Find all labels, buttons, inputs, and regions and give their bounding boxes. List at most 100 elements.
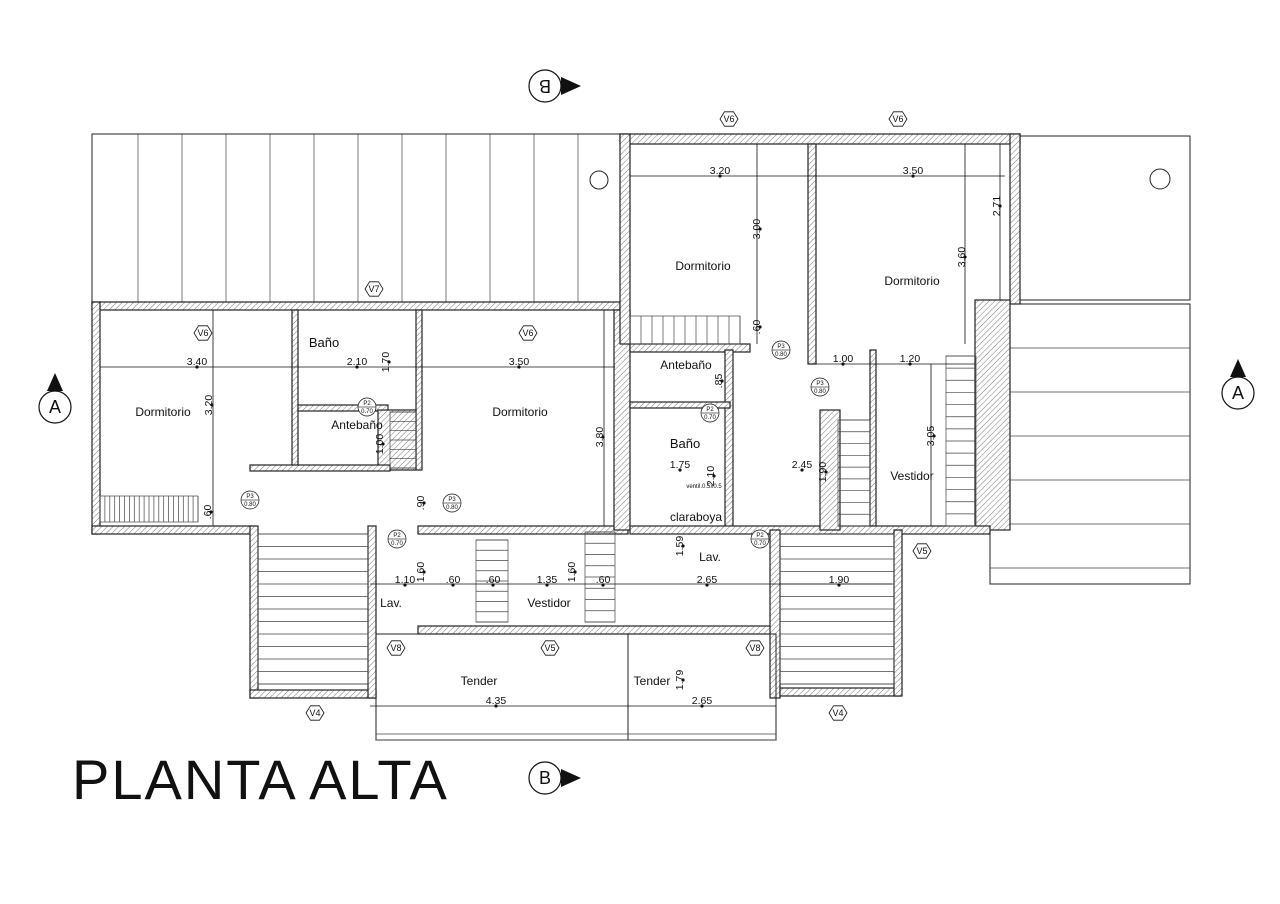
plan-title: PLANTA ALTA <box>72 748 449 811</box>
dimension-label: 1.60 <box>415 562 427 583</box>
dimension-label: 1.79 <box>674 670 686 691</box>
dimension-dot <box>387 360 391 364</box>
room-label-bano2: Baño <box>670 436 700 451</box>
dimension-dot <box>422 570 426 574</box>
door-tag-bottom: 0.70 <box>754 541 766 547</box>
dimension-dot <box>800 468 804 472</box>
walls <box>91 133 1021 699</box>
dimension-label: 2.71 <box>991 196 1003 217</box>
door-tag: P20.70 <box>700 403 720 423</box>
window-tag-label: V8 <box>749 643 760 653</box>
dimension-dot <box>678 468 682 472</box>
dimension-dot <box>758 227 762 231</box>
window-tag: V5 <box>540 640 560 656</box>
dimension-dot <box>681 544 685 548</box>
room-label-vestidor1: Vestidor <box>527 596 570 610</box>
dimension-dot <box>911 174 915 178</box>
door-tag-bottom: 0.80 <box>446 505 458 511</box>
door-tag-top: P2 <box>393 533 401 539</box>
door-tag-bottom: 0.70 <box>391 541 403 547</box>
dimension-label: 3.00 <box>751 219 763 240</box>
section-marks: A A B B <box>38 69 1255 795</box>
door-tag-top: P3 <box>816 381 824 387</box>
dimension-dot <box>712 474 716 478</box>
door-tag: P30.80 <box>240 490 260 510</box>
door-tag: P2 0.70 <box>750 529 770 549</box>
dimension-dot <box>705 583 709 587</box>
door-tag-top: P3 <box>777 344 785 350</box>
window-tag: V4 <box>828 705 848 721</box>
door-tag-top: P3 <box>246 494 254 500</box>
section-mark-label: B <box>539 768 551 788</box>
dimension-dot <box>681 678 685 682</box>
dimension-label: 1.75 <box>670 459 691 471</box>
window-tag: V6 <box>193 325 213 341</box>
dimension-dot <box>758 325 762 329</box>
dimension-label: 4.35 <box>486 695 507 707</box>
door-tag-top: P2 <box>756 533 764 539</box>
notes: ventil.0.5x0.5 <box>686 484 722 490</box>
section-mark-label: A <box>49 397 61 417</box>
dimension-label: 3.60 <box>956 247 968 268</box>
section-mark: A <box>1221 359 1255 410</box>
section-mark-label: A <box>1232 383 1244 403</box>
dimension-label: 3.20 <box>710 165 731 177</box>
section-mark-label: B <box>539 76 551 96</box>
window-tag: V6 <box>518 325 538 341</box>
room-label-lav1: Lav. <box>380 596 402 610</box>
room-label-dorm4: Dormitorio <box>884 274 940 288</box>
window-tag-label: V6 <box>723 114 734 124</box>
room-label-claraboya: claraboya <box>670 510 722 524</box>
dimension-dot <box>210 403 214 407</box>
dimension-label: 3.05 <box>925 426 937 447</box>
door-tag-bottom: 0.80 <box>814 389 826 395</box>
dimension-label: 1.35 <box>537 574 558 586</box>
dimension-label: .90 <box>415 496 427 511</box>
dimension-label: 1.00 <box>374 434 386 455</box>
dimension-dot <box>494 704 498 708</box>
dimension-label: .60 <box>596 574 611 586</box>
dimension-dot <box>601 435 605 439</box>
dimension-label: .60 <box>202 505 214 520</box>
room-label-tender1: Tender <box>461 674 498 688</box>
dimension-dot <box>403 583 407 587</box>
window-tag: V7 <box>364 281 384 297</box>
window-tag: V6 <box>888 111 908 127</box>
window-tag: V8 <box>745 640 765 656</box>
dimension-label: .60 <box>751 320 763 335</box>
door-tag-bottom: 0.70 <box>361 409 373 415</box>
window-tag-label: V4 <box>309 708 320 718</box>
section-mark: A <box>38 373 72 424</box>
dimension-dot <box>963 255 967 259</box>
dimension-dot <box>573 570 577 574</box>
dimension-dot <box>841 362 845 366</box>
dimension-dot <box>355 365 359 369</box>
room-label-dorm1: Dormitorio <box>135 405 191 419</box>
room-labels: DormitorioBañoAntebañoDormitorioDormitor… <box>135 259 940 688</box>
dimension-dot <box>545 583 549 587</box>
dimension-dot <box>932 434 936 438</box>
dimension-dot <box>824 470 828 474</box>
dimension-dot <box>700 704 704 708</box>
dimension-label: 2.65 <box>692 695 713 707</box>
dimension-label: 3.80 <box>594 427 606 448</box>
dimension-label: .85 <box>713 374 725 389</box>
section-mark: B <box>528 761 581 795</box>
window-tag-label: V4 <box>832 708 843 718</box>
dimension-label: 3.20 <box>203 395 215 416</box>
door-tag: P20.70 <box>357 397 377 417</box>
window-tag: V6 <box>719 111 739 127</box>
dimension-label: .60 <box>446 574 461 586</box>
dimension-label: 1.00 <box>833 353 854 365</box>
dimension-label: 2.65 <box>697 574 718 586</box>
window-tag-label: V8 <box>390 643 401 653</box>
dimension-dot <box>451 583 455 587</box>
note-label: ventil.0.5x0.5 <box>686 484 722 490</box>
window-tag: V5 <box>912 543 932 559</box>
dimension-label: 2.45 <box>792 459 813 471</box>
stairs <box>99 315 977 685</box>
door-tag-top: P2 <box>706 407 714 413</box>
dimension-lines <box>100 144 1005 707</box>
room-label-tender2: Tender <box>634 674 671 688</box>
window-tag-label: V5 <box>544 643 555 653</box>
